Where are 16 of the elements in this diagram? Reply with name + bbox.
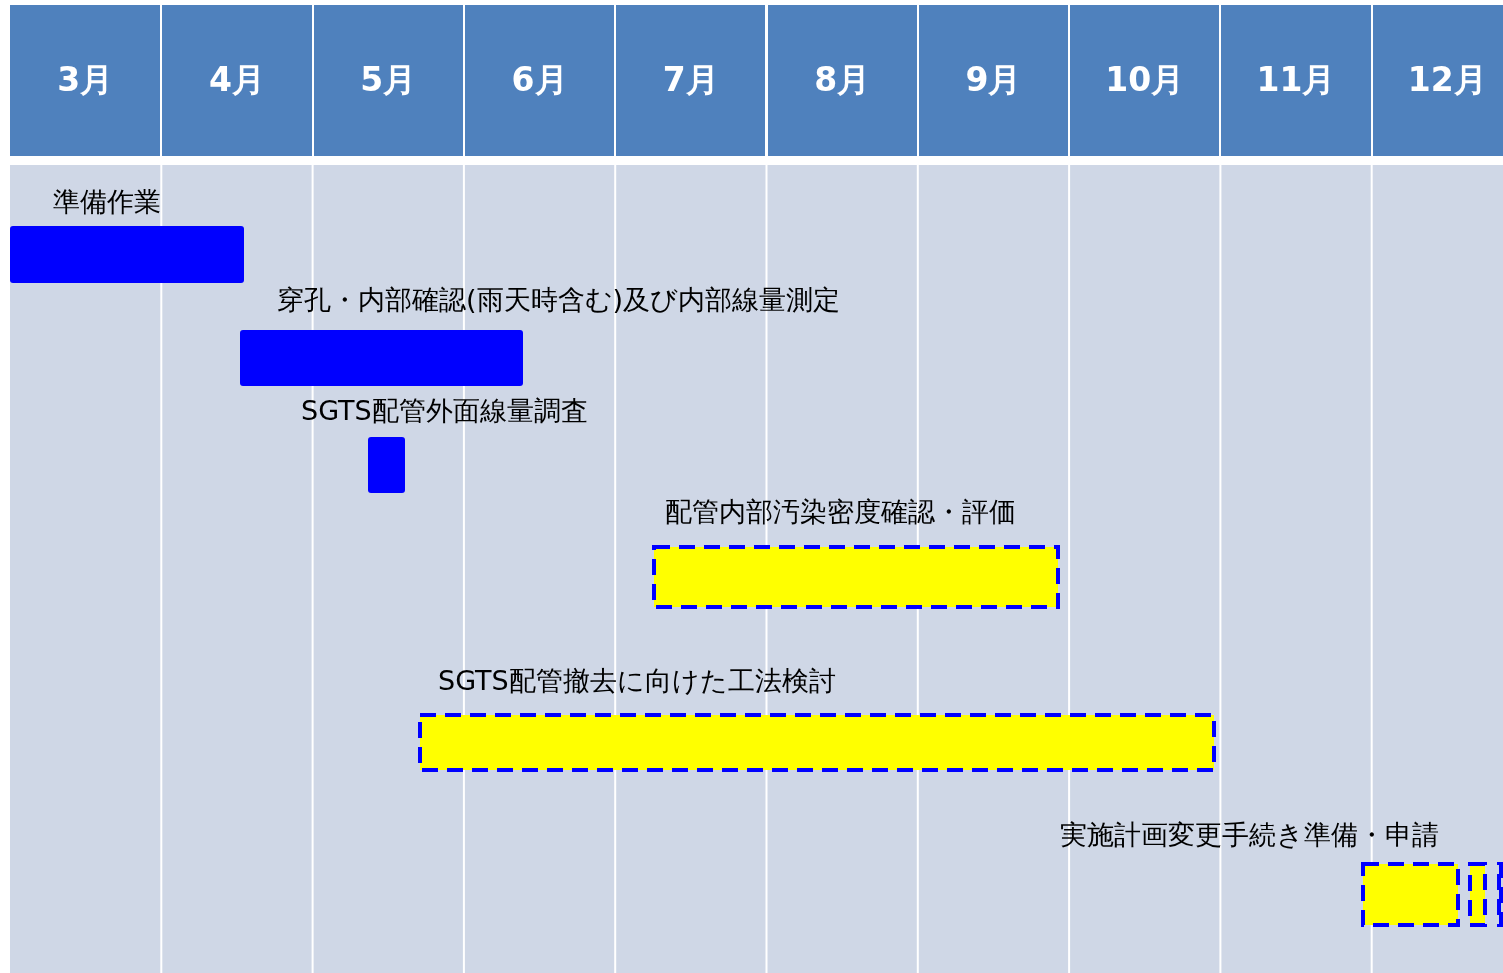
month-header: 5月 bbox=[313, 5, 463, 156]
task-label: SGTS配管外面線量調査 bbox=[301, 394, 588, 428]
month-header: 4月 bbox=[162, 5, 312, 156]
month-header: 10月 bbox=[1070, 5, 1220, 156]
month-header: 8月 bbox=[767, 5, 917, 156]
month-header: 9月 bbox=[918, 5, 1069, 156]
task-label: 実施計画変更手続き準備・申請 bbox=[1060, 818, 1439, 852]
month-header: 12月 bbox=[1372, 5, 1503, 156]
month-header: 3月 bbox=[10, 5, 161, 156]
month-header: 6月 bbox=[464, 5, 615, 156]
task-label: 配管内部汚染密度確認・評価 bbox=[665, 495, 1016, 529]
task-label: 穿孔・内部確認(雨天時含む)及び内部線量測定 bbox=[277, 283, 841, 317]
task-label: SGTS配管撤去に向けた工法検討 bbox=[438, 664, 836, 698]
task-label: 準備作業 bbox=[53, 185, 161, 219]
month-header: 11月 bbox=[1221, 5, 1371, 156]
month-header: 7月 bbox=[616, 5, 766, 156]
